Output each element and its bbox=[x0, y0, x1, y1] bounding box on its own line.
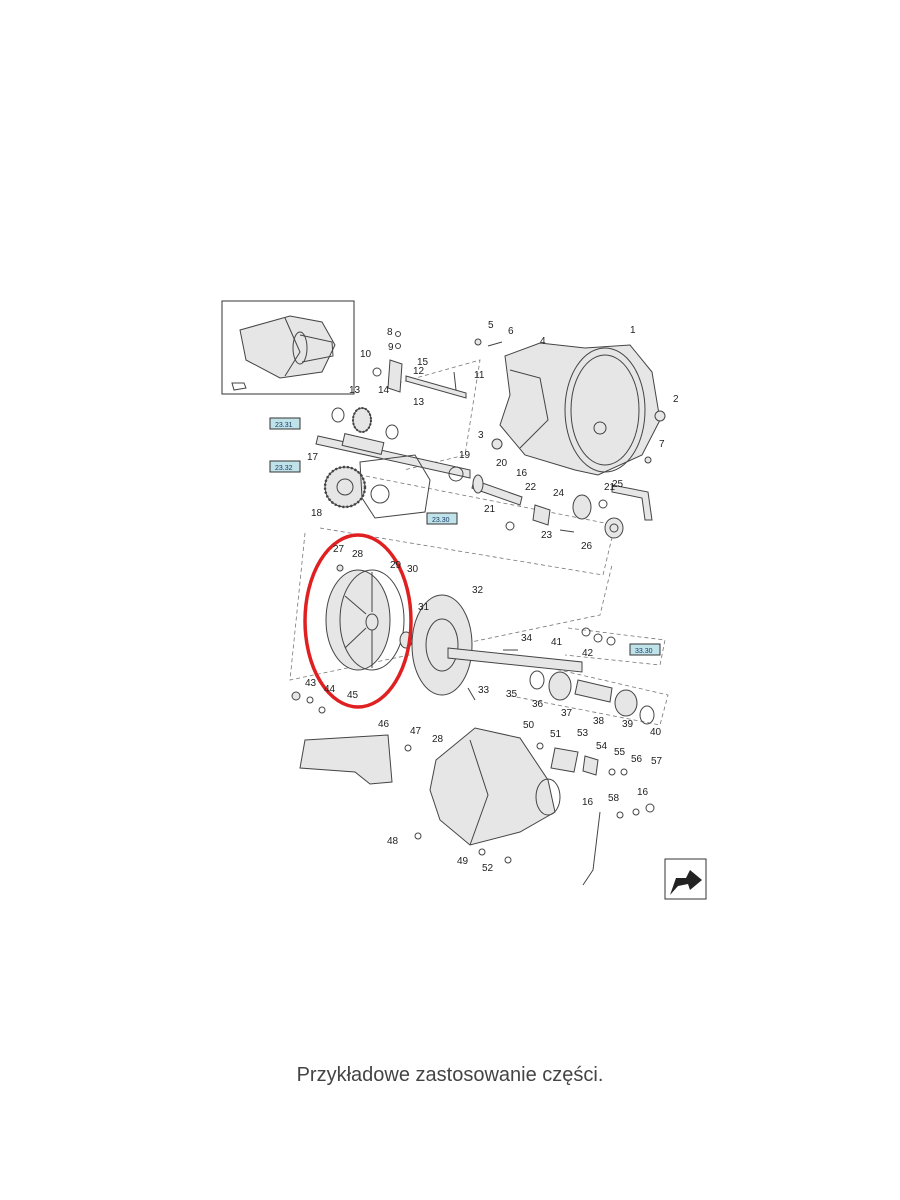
part-number-label[interactable]: 2 bbox=[673, 394, 679, 405]
reference-code: 23.30 bbox=[432, 517, 450, 524]
part-number-label[interactable]: 18 bbox=[311, 508, 323, 519]
gear-18 bbox=[323, 465, 367, 509]
part-number-label[interactable]: 28 bbox=[432, 734, 444, 745]
navigation-arrow-icon[interactable] bbox=[664, 858, 707, 900]
part-number-label[interactable]: 31 bbox=[418, 602, 430, 613]
part-number-label[interactable]: 16 bbox=[637, 787, 649, 798]
part-number-label[interactable]: 45 bbox=[347, 690, 359, 701]
part-number-label[interactable]: 58 bbox=[608, 793, 620, 804]
caption: Przykładowe zastosowanie części. bbox=[296, 1064, 604, 1086]
page-icon bbox=[231, 382, 247, 391]
rear-housing-48 bbox=[429, 727, 561, 846]
part-number-label[interactable]: 28 bbox=[352, 549, 364, 560]
part-number-label[interactable]: 23 bbox=[541, 530, 553, 541]
reference-code: 23.32 bbox=[275, 465, 293, 472]
part-number-label[interactable]: 44 bbox=[324, 684, 336, 695]
part-number-label[interactable]: 17 bbox=[307, 452, 319, 463]
part-number-label[interactable]: 25 bbox=[612, 479, 624, 490]
part-number-label[interactable]: 5 bbox=[488, 320, 494, 331]
part-number-label[interactable]: 22 bbox=[525, 482, 537, 493]
part-number-label[interactable]: 16 bbox=[582, 797, 594, 808]
part-number-label[interactable]: 1 bbox=[630, 325, 636, 336]
part-number-label[interactable]: 8 bbox=[387, 327, 393, 338]
part-number-label[interactable]: 43 bbox=[305, 678, 317, 689]
part-number-label[interactable]: 34 bbox=[521, 633, 533, 644]
part-number-label[interactable]: 27 bbox=[333, 544, 345, 555]
overview-thumbnail[interactable] bbox=[221, 300, 355, 395]
part-number-label[interactable]: 9 bbox=[388, 342, 394, 353]
reference-box-3[interactable]: 33.30 bbox=[629, 643, 661, 656]
reference-box-1[interactable]: 23.32 bbox=[269, 460, 301, 473]
part-number-label[interactable]: 51 bbox=[550, 729, 562, 740]
part-number-label[interactable]: 21 bbox=[484, 504, 496, 515]
part-number-label[interactable]: 12 bbox=[413, 366, 425, 377]
part-number-label[interactable]: 56 bbox=[631, 754, 643, 765]
part-number-label[interactable]: 38 bbox=[593, 716, 605, 727]
part-number-label[interactable]: 41 bbox=[551, 637, 563, 648]
part-number-label[interactable]: 49 bbox=[457, 856, 469, 867]
part-number-label[interactable]: 3 bbox=[478, 430, 484, 441]
gear-14 bbox=[352, 407, 372, 433]
shaft-17 bbox=[315, 433, 471, 479]
part-number-label[interactable]: 16 bbox=[516, 468, 528, 479]
part-number-label[interactable]: 57 bbox=[651, 756, 663, 767]
part-number-label[interactable]: 10 bbox=[360, 349, 372, 360]
part-labels: 1234567891011121313141516161718192021212… bbox=[305, 320, 679, 874]
part-number-label[interactable]: 7 bbox=[659, 439, 665, 450]
part-number-label[interactable]: 46 bbox=[378, 719, 390, 730]
highlight-circle bbox=[303, 533, 413, 709]
reference-box-0[interactable]: 23.31 bbox=[269, 417, 301, 430]
part-number-label[interactable]: 35 bbox=[506, 689, 518, 700]
part-number-label[interactable]: 40 bbox=[650, 727, 662, 738]
part-number-label[interactable]: 32 bbox=[472, 585, 484, 596]
part-number-label[interactable]: 33 bbox=[478, 685, 490, 696]
part-number-label[interactable]: 14 bbox=[378, 385, 390, 396]
part-number-label[interactable]: 52 bbox=[482, 863, 494, 874]
reference-code: 23.31 bbox=[275, 422, 293, 429]
part-number-label[interactable]: 50 bbox=[523, 720, 535, 731]
part-number-label[interactable]: 13 bbox=[413, 397, 425, 408]
part-number-label[interactable]: 29 bbox=[390, 560, 402, 571]
housing-1 bbox=[499, 342, 661, 476]
part-number-label[interactable]: 39 bbox=[622, 719, 634, 730]
part-number-label[interactable]: 30 bbox=[407, 564, 419, 575]
part-number-label[interactable]: 36 bbox=[532, 699, 544, 710]
part-number-label[interactable]: 15 bbox=[417, 357, 429, 368]
part-number-label[interactable]: 26 bbox=[581, 541, 593, 552]
part-number-label[interactable]: 42 bbox=[582, 648, 594, 659]
part-number-label[interactable]: 47 bbox=[410, 726, 422, 737]
part-number-label[interactable]: 13 bbox=[349, 385, 361, 396]
part-number-label[interactable]: 6 bbox=[508, 326, 514, 337]
part-number-label[interactable]: 37 bbox=[561, 708, 573, 719]
part-number-label[interactable]: 11 bbox=[474, 370, 485, 381]
part-number-label[interactable]: 54 bbox=[596, 741, 608, 752]
clutch-drum-29 bbox=[325, 569, 405, 671]
part-number-label[interactable]: 48 bbox=[387, 836, 399, 847]
part-number-label[interactable]: 24 bbox=[553, 488, 565, 499]
part-number-label[interactable]: 53 bbox=[577, 728, 589, 739]
part-number-label[interactable]: 55 bbox=[614, 747, 626, 758]
part-number-label[interactable]: 21 bbox=[604, 482, 616, 493]
reference-box-2[interactable]: 23.30 bbox=[426, 512, 458, 525]
plate-outline bbox=[359, 454, 431, 519]
part-number-label[interactable]: 19 bbox=[459, 450, 471, 461]
part-number-label[interactable]: 20 bbox=[496, 458, 508, 469]
plate-32 bbox=[411, 594, 583, 696]
part-number-label[interactable]: 4 bbox=[540, 336, 546, 347]
reference-code: 33.30 bbox=[635, 648, 653, 655]
